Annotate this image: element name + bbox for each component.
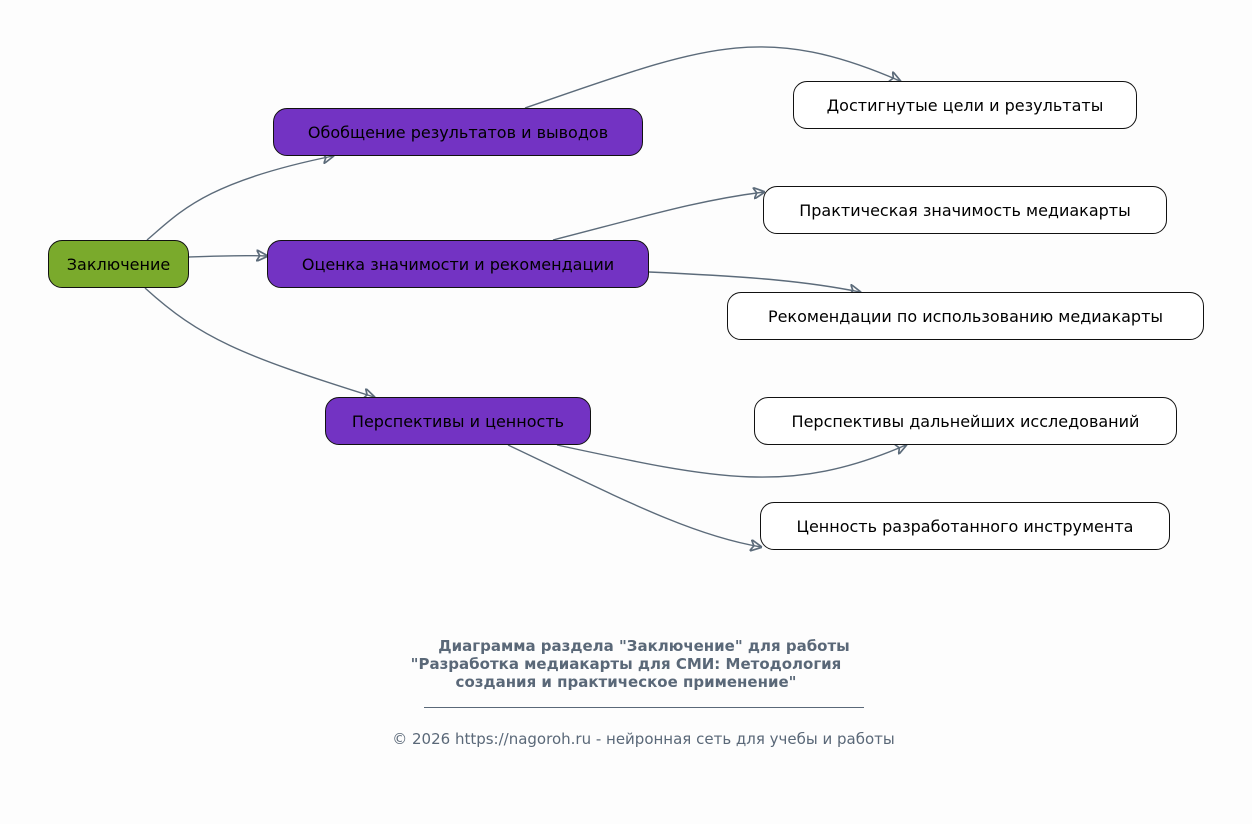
edge-branch3-to-leaf5 xyxy=(507,444,761,547)
caption-line: Диаграмма раздела "Заключение" для работ… xyxy=(438,637,850,655)
leaf-node-significance[interactable]: Практическая значимость медиакарты xyxy=(763,186,1167,234)
diagram-caption: Диаграмма раздела "Заключение" для работ… xyxy=(0,637,1252,691)
edge-branch2-to-leaf3 xyxy=(648,271,860,292)
edge-branch2-to-leaf2 xyxy=(552,192,764,241)
caption-divider xyxy=(424,707,864,708)
branch-node-summary[interactable]: Обобщение результатов и выводов xyxy=(273,108,643,156)
edge-branch3-to-leaf4 xyxy=(556,445,906,478)
leaf-node-further-research[interactable]: Перспективы дальнейших исследований xyxy=(754,397,1177,445)
edge-branch1-to-leaf1 xyxy=(524,46,900,109)
root-node[interactable]: Заключение xyxy=(48,240,189,288)
edge-root-to-branch2 xyxy=(188,256,267,257)
branch-node-evaluation[interactable]: Оценка значимости и рекомендации xyxy=(267,240,649,288)
leaf-node-tool-value[interactable]: Ценность разработанного инструмента xyxy=(760,502,1170,550)
copyright-footer: © 2026 https://nagoroh.ru - нейронная се… xyxy=(392,730,895,748)
leaf-node-goals[interactable]: Достигнутые цели и результаты xyxy=(793,81,1137,129)
caption-line: создания и практическое применение" xyxy=(455,673,797,691)
leaf-node-recommendations[interactable]: Рекомендации по использованию медиакарты xyxy=(727,292,1204,340)
edge-root-to-branch1 xyxy=(146,156,333,241)
branch-node-perspectives[interactable]: Перспективы и ценность xyxy=(325,397,591,445)
caption-line: "Разработка медиакарты для СМИ: Методоло… xyxy=(410,655,842,673)
edge-root-to-branch3 xyxy=(144,287,374,397)
